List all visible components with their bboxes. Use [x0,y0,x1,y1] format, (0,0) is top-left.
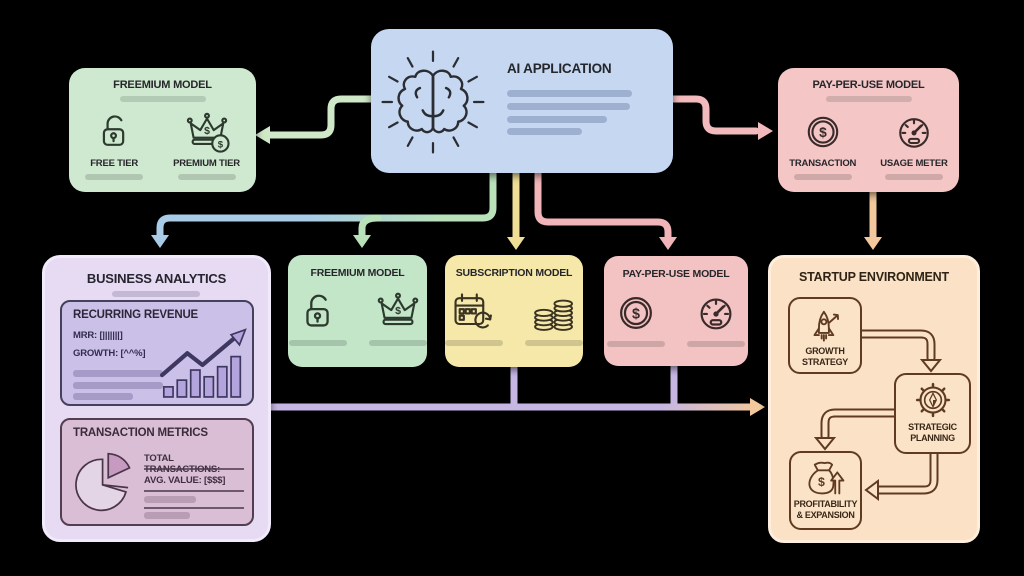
gear-compass-icon [915,382,950,418]
coin-stack-icon [534,299,573,331]
box-title: BUSINESS ANALYTICS [86,271,227,286]
strategic-planning-node: STRATEGIC PLANNING [894,373,971,454]
title-underline [112,291,200,297]
ai-application-box: AI APPLICATION [371,29,673,173]
label-underline [288,340,347,346]
premium-crown-icon: $ $ [186,112,230,153]
box-title: FREEMIUM MODEL [113,79,212,91]
rocket-icon [813,310,839,342]
node-label: GROWTH STRATEGY [802,346,848,367]
label-underline [687,341,745,347]
box-title: FREEMIUM MODEL [310,267,405,279]
svg-text:$: $ [395,305,401,317]
card-title: RECURRING REVENUE [73,309,199,321]
label-underline [884,174,943,180]
dollar-coin-icon: $ [620,297,652,329]
freemium-model-top-box: FREEMIUM MODEL FREE TIER [69,68,256,192]
profitability-expansion-node: $ PROFITABILITY & EXPANSION [789,451,862,530]
transaction-metrics-card: TRANSACTION METRICS TOTAL TRANSACTIONS: … [60,418,254,526]
placeholder-line [507,103,630,110]
label-underline [607,341,665,347]
label-underline [793,174,852,180]
money-bag-icon: $ [807,461,844,495]
pay-per-use-top-box: PAY-PER-USE MODEL $ TRANSACTION [778,68,959,192]
growth-strategy-node: GROWTH STRATEGY [788,297,862,374]
box-title: PAY-PER-USE MODEL [622,268,730,280]
pie-chart-icon [75,452,131,512]
ai-application-title: AI APPLICATION [507,61,612,76]
bar-chart-trend-icon [160,328,247,398]
icon-label: TRANSACTION [789,158,857,169]
label-underline [85,174,144,180]
calendar-renewal-icon [454,293,492,329]
recurring-revenue-card: RECURRING REVENUE MRR: [|||||||] GROWTH:… [60,300,254,406]
icon-label: PREMIUM TIER [173,158,240,169]
placeholder-line [73,382,163,389]
pay-per-use-mid-box: PAY-PER-USE MODEL $ [604,256,748,366]
placeholder-line [507,90,632,97]
label-underline [445,340,503,346]
open-padlock-icon [305,294,329,327]
card-title: TRANSACTION METRICS [73,427,208,439]
icon-label: FREE TIER [90,158,139,169]
startup-environment-box: STARTUP ENVIRONMENT [768,255,980,543]
business-analytics-box: BUSINESS ANALYTICS RECURRING REVENUE MRR… [42,255,271,542]
placeholder-line [73,370,163,377]
placeholder-line [507,128,582,135]
usage-gauge-icon [899,118,929,148]
placeholder-line [507,116,607,123]
placeholder-line [73,393,133,400]
box-title: PAY-PER-USE MODEL [812,79,925,91]
mrr-value: MRR: [|||||||] [73,330,123,341]
svg-text:$: $ [632,306,640,322]
svg-text:$: $ [817,475,824,489]
svg-text:$: $ [819,125,827,140]
rule-line [144,490,244,492]
title-underline [825,96,912,102]
node-label: STRATEGIC PLANNING [908,422,957,443]
box-title: STARTUP ENVIRONMENT [799,270,949,284]
svg-text:$: $ [217,139,223,150]
rule-line [144,507,244,509]
total-transactions-label: TOTAL TRANSACTIONS: [144,453,220,475]
growth-value: GROWTH: [^^%] [73,348,146,359]
freemium-model-mid-box: FREEMIUM MODEL [288,255,427,367]
brain-icon [377,46,489,158]
open-padlock-icon [102,115,125,146]
placeholder-line [144,512,190,519]
rule-line [144,468,244,470]
node-label: PROFITABILITY & EXPANSION [793,499,858,520]
icon-label: USAGE METER [880,158,948,169]
svg-text:$: $ [204,125,210,137]
usage-gauge-icon [700,298,732,330]
label-underline [368,340,427,346]
label-underline [177,174,236,180]
label-underline [525,340,583,346]
title-underline [119,96,206,102]
placeholder-line [144,496,196,503]
box-title: SUBSCRIPTION MODEL [455,267,573,279]
crown-icon: $ [377,292,418,326]
dollar-coin-icon: $ [807,116,839,148]
subscription-model-box: SUBSCRIPTION MODEL [445,255,583,367]
avg-value-label: AVG. VALUE: [$$$] [144,475,226,486]
